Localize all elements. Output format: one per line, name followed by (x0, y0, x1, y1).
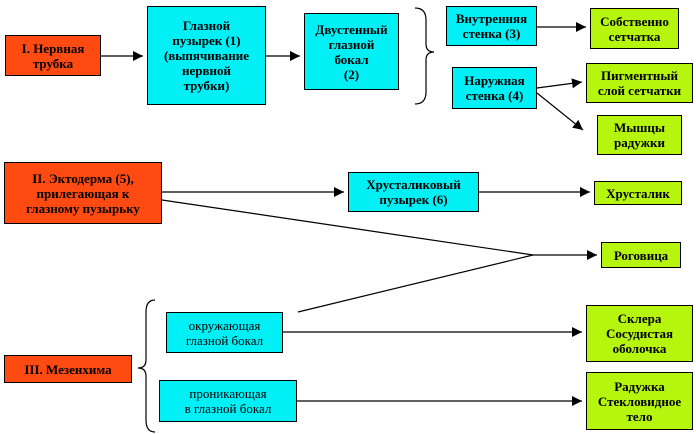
node-pigment-layer: Пигментный слой сетчатки (586, 63, 693, 103)
node-iris-vitreous: Радужка Стекловидное тело (586, 372, 693, 430)
node-lens: Хрусталик (594, 181, 682, 205)
arrow-outer-to-pigment (536, 78, 583, 89)
line-surrounding-to-cornea (297, 254, 534, 313)
brace-right (414, 7, 435, 105)
node-penetrating: проникающая в глазной бокал (159, 380, 297, 422)
node-mesenchyme: III. Мезенхима (4, 355, 132, 383)
node-ectoderm: II. Эктодерма (5), прилегающая к глазном… (4, 162, 162, 224)
node-iris-muscles: Мышцы радужки (597, 115, 682, 155)
node-neural-tube: I. Нервная трубка (5, 35, 101, 76)
line-ectoderm-to-cornea (161, 199, 534, 256)
node-lens-vesicle: Хрусталиковый пузырек (6) (348, 172, 479, 212)
brace-left (137, 299, 156, 433)
node-retina-proper: Собственно сетчатка (590, 8, 679, 49)
node-inner-wall: Внутренняя стенка (3) (446, 6, 537, 46)
node-optic-vesicle: Глазной пузырек (1) (выпячивание нервной… (147, 6, 266, 105)
node-cornea: Роговица (601, 242, 681, 268)
node-sclera-choroid: Склера Сосудистая оболочка (586, 305, 693, 362)
node-surrounding: окружающая глазной бокал (166, 312, 283, 353)
arrow-outer-to-iris-muscles (536, 92, 584, 131)
node-outer-wall: Наружная стенка (4) (452, 67, 537, 109)
node-optic-cup: Двустенный глазной бокал (2) (304, 13, 399, 90)
